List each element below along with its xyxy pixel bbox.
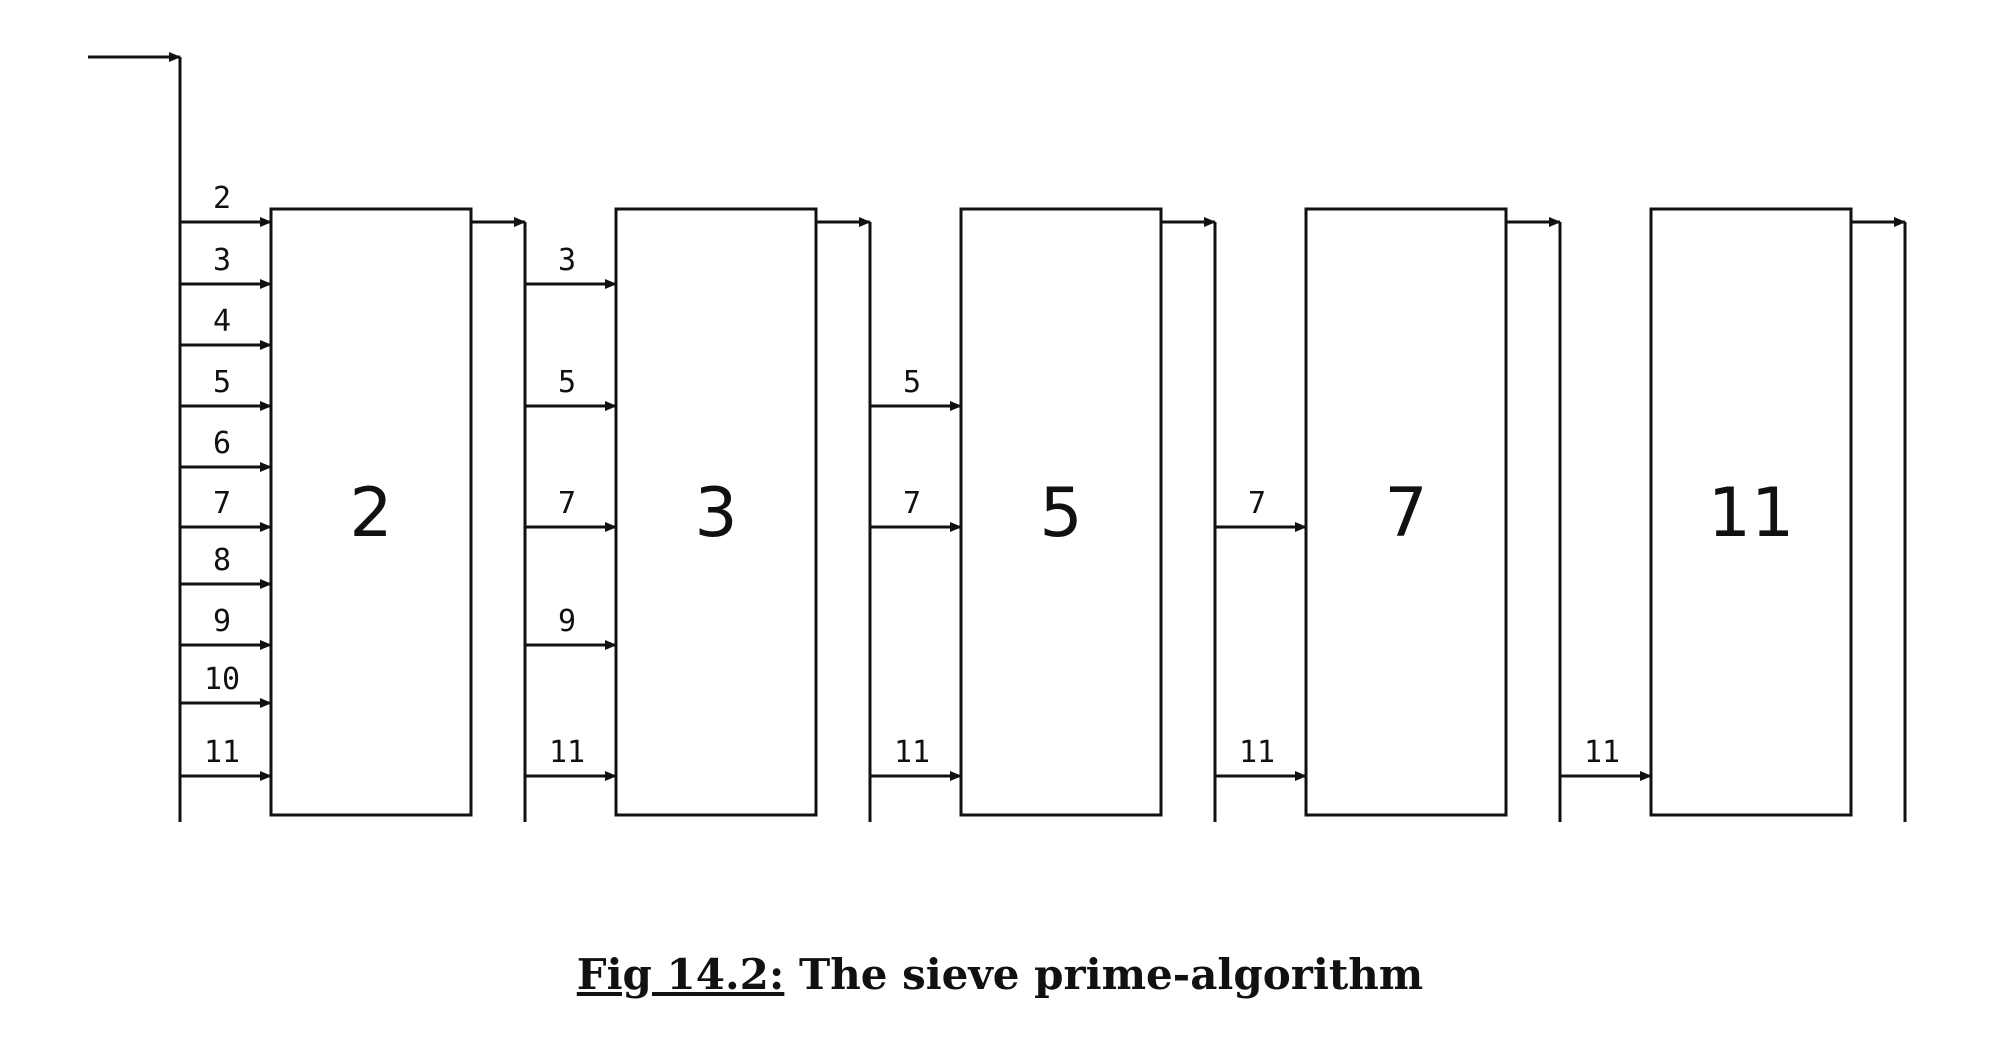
input-label: 2: [213, 181, 231, 216]
input-label: 11: [204, 735, 240, 770]
input-label: 7: [558, 486, 576, 521]
input-label: 11: [549, 735, 585, 770]
input-label: 5: [558, 365, 576, 400]
filter-box: [1649, 207, 1853, 817]
figure-caption: Fig 14.2: The sieve prime-algorithm: [0, 950, 2000, 999]
input-label: 7: [213, 486, 231, 521]
input-label: 5: [903, 365, 921, 400]
caption-label: Fig 14.2:: [576, 950, 785, 999]
filter-box-label: 5: [1039, 474, 1082, 553]
input-label: 7: [903, 486, 921, 521]
filter-box: [269, 207, 473, 817]
filter-box: [614, 207, 818, 817]
input-label: 7: [1248, 486, 1266, 521]
sieve-diagram: 2 3 4 5 6 7 8 9 10 11 2 3 5 7 9 11 3 5 7 11 5 7 11 7 11 11: [88, 52, 1907, 822]
input-label: 10: [204, 662, 240, 697]
filter-box-label: 3: [694, 474, 737, 553]
filter-box-label: 2: [349, 474, 392, 553]
input-label: 5: [213, 365, 231, 400]
filter-box-label: 11: [1708, 474, 1795, 553]
input-label: 11: [894, 735, 930, 770]
input-label: 8: [213, 543, 231, 578]
input-label: 9: [558, 604, 576, 639]
filter-box-label: 7: [1384, 474, 1427, 553]
input-label: 3: [213, 243, 231, 278]
caption-text: The sieve prime-algorithm: [784, 950, 1424, 999]
input-label: 11: [1584, 735, 1620, 770]
input-label: 4: [213, 304, 231, 339]
input-label: 6: [213, 426, 231, 461]
input-label: 9: [213, 604, 231, 639]
filter-box: [1304, 207, 1508, 817]
filter-box: [959, 207, 1163, 817]
input-label: 11: [1239, 735, 1275, 770]
input-label: 3: [558, 243, 576, 278]
